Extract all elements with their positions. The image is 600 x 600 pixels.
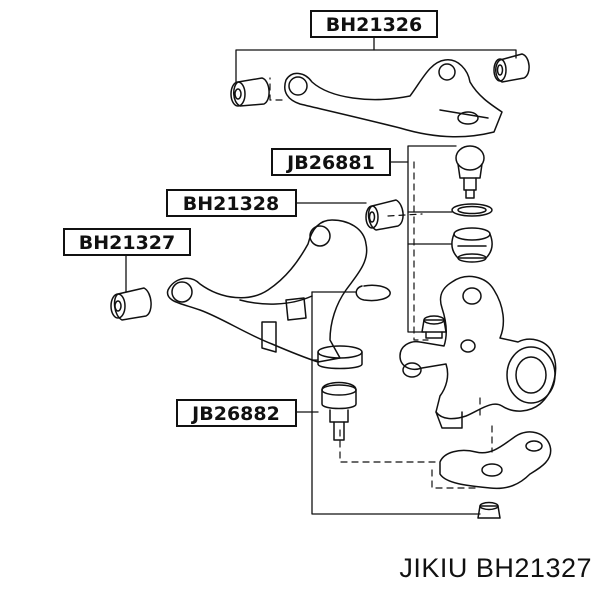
footer-brand: JIKIU: [399, 553, 468, 583]
label-jb26882: JB26882: [176, 399, 297, 427]
leader-lines: [125, 37, 517, 515]
upper-arm-bushing-right: [493, 53, 530, 83]
snap-ring-upper: [451, 203, 493, 217]
dust-boot: [451, 227, 493, 263]
upper-control-arm: [284, 59, 503, 138]
footer-part-number: BH21327: [475, 553, 592, 583]
label-bh21326-text: BH21326: [326, 14, 422, 36]
label-jb26882-text: JB26882: [190, 403, 280, 425]
lower-steering-arm: [439, 431, 552, 490]
label-bh21326: BH21326: [310, 10, 438, 38]
label-bh21328-text: BH21328: [183, 193, 279, 215]
footer-caption: JIKIU BH21327: [399, 553, 592, 584]
label-bh21328: BH21328: [166, 189, 297, 217]
label-jb26881-text: JB26881: [285, 152, 375, 174]
lower-control-arm: [166, 219, 368, 363]
steering-knuckle: [399, 275, 557, 429]
castle-nut-lower: [477, 501, 501, 519]
bushing-bh21328: [365, 199, 404, 231]
label-bh21327: BH21327: [63, 228, 191, 256]
label-jb26881: JB26881: [271, 148, 391, 176]
upper-ball-joint: [455, 145, 485, 199]
lower-ball-joint-cup: [317, 345, 363, 370]
upper-arm-bushing-left: [230, 77, 270, 107]
label-bh21327-text: BH21327: [79, 232, 175, 254]
snap-ring-lower: [355, 284, 391, 302]
bushing-bh21327: [110, 287, 152, 321]
assembly-axes: [269, 77, 493, 489]
castle-nut-upper: [421, 315, 447, 339]
lower-ball-joint: [321, 381, 357, 441]
